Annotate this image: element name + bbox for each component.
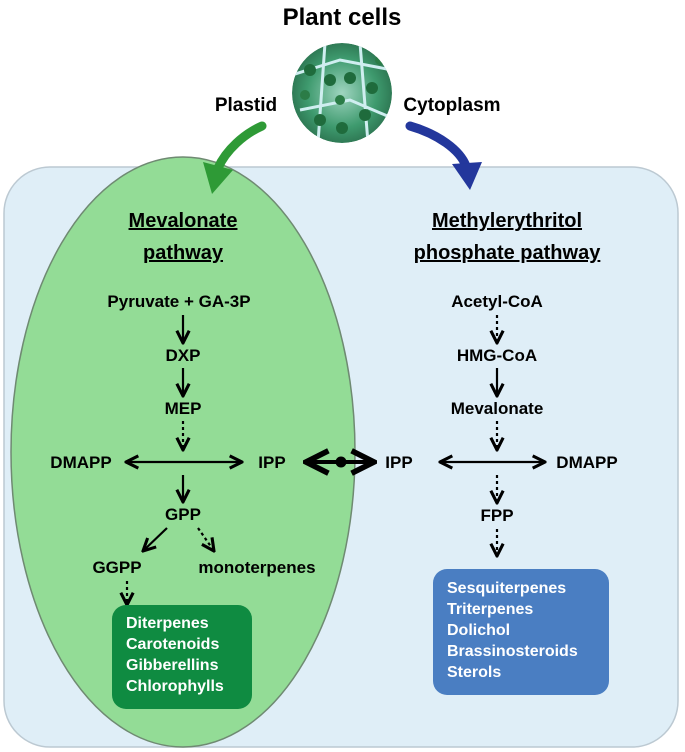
left-pathway-title-1: Mevalonate: [129, 210, 238, 232]
node-gpp: GPP: [165, 505, 201, 524]
node-pyruvate-ga3p: Pyruvate + GA-3P: [107, 292, 250, 311]
cytoplasm-products-box: Sesquiterpenes Triterpenes Dolichol Bras…: [433, 569, 609, 695]
product-item: Chlorophylls: [126, 678, 224, 695]
plastid-label: Plastid: [215, 95, 277, 116]
node-mevalonate: Mevalonate: [451, 399, 544, 418]
right-pathway-title-1: Methylerythritol: [432, 210, 582, 232]
plastid-products-box: Diterpenes Carotenoids Gibberellins Chlo…: [112, 605, 252, 709]
right-pathway-title-2: phosphate pathway: [414, 242, 602, 264]
node-fpp: FPP: [480, 506, 513, 525]
product-item: Diterpenes: [126, 615, 209, 632]
node-ipp-left: IPP: [258, 453, 285, 472]
node-dmapp-right: DMAPP: [556, 453, 617, 472]
node-dxp: DXP: [166, 346, 201, 365]
product-item: Carotenoids: [126, 636, 220, 653]
plastid-arrow-head: [203, 162, 233, 194]
node-monoterpenes: monoterpenes: [198, 558, 315, 577]
left-pathway-title-2: pathway: [143, 242, 224, 264]
product-item: Brassinosteroids: [447, 643, 578, 660]
arrow-gpp-to-monoterpenes: [197, 527, 214, 551]
cytoplasm-arrow: [405, 121, 471, 171]
cytoplasm-arrow-head: [452, 162, 482, 190]
plant-cells-image: [292, 43, 392, 143]
product-item: Triterpenes: [447, 601, 534, 618]
node-ipp-right: IPP: [385, 453, 412, 472]
node-mep: MEP: [165, 399, 202, 418]
node-dmapp-left: DMAPP: [50, 453, 111, 472]
product-item: Dolichol: [447, 622, 511, 639]
node-hmg-coa: HMG-CoA: [457, 346, 537, 365]
product-item: Sesquiterpenes: [447, 580, 567, 597]
node-acetyl-coa: Acetyl-CoA: [451, 292, 543, 311]
product-item: Sterols: [447, 664, 502, 681]
diagram-title: Plant cells: [283, 4, 402, 31]
product-item: Gibberellins: [126, 657, 219, 674]
plastid-arrow: [213, 121, 267, 173]
ipp-exchange-dot: [335, 456, 347, 468]
arrow-gpp-to-ggpp: [143, 527, 168, 551]
node-ggpp: GGPP: [92, 558, 141, 577]
cytoplasm-label: Cytoplasm: [403, 95, 500, 116]
